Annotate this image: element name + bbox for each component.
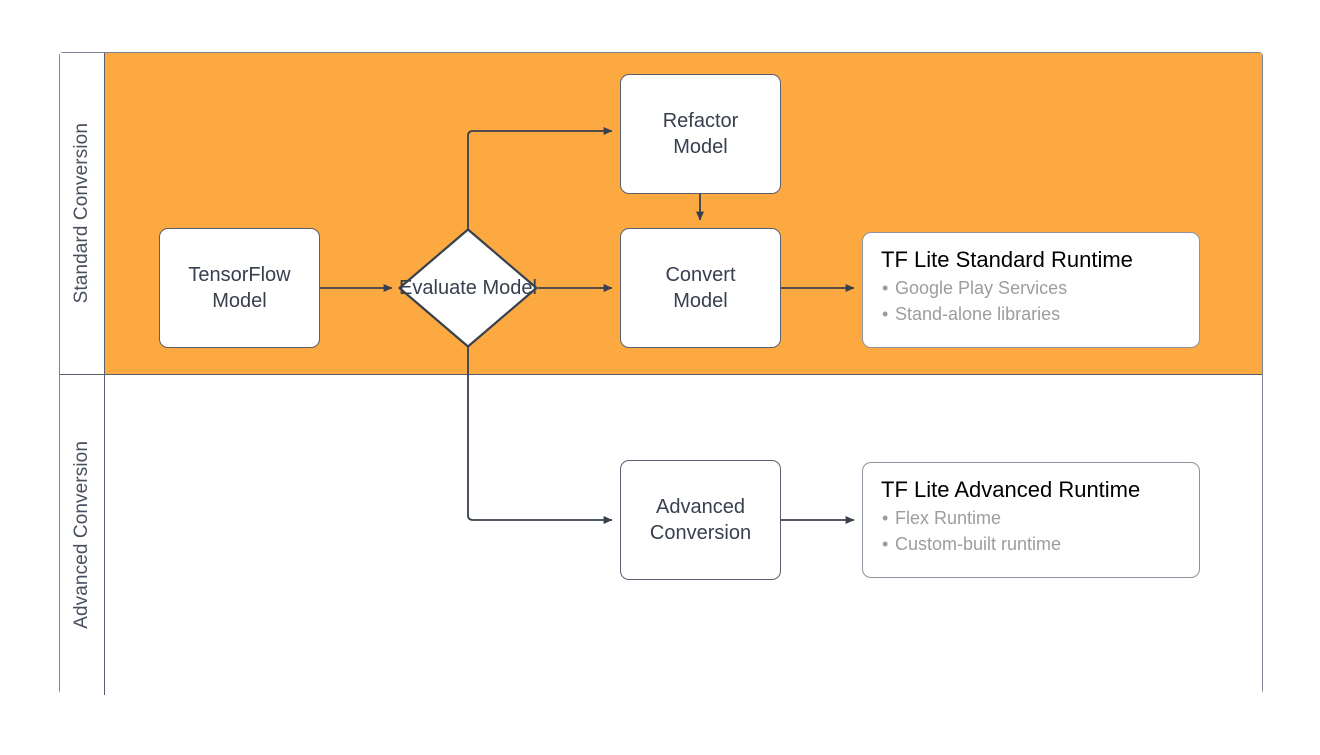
card-tf-lite-standard-runtime[interactable]: TF Lite Standard Runtime Google Play Ser… <box>862 232 1200 348</box>
node-advanced-conversion-line1: Advanced <box>656 495 745 518</box>
node-advanced-conversion-line2: Conversion <box>649 522 752 544</box>
card-advanced-runtime-list: Flex Runtime Custom-built runtime <box>881 505 1181 557</box>
node-evaluate-model-label: Evaluate Model <box>398 228 538 348</box>
lane-header-standard: Standard Conversion <box>60 53 105 374</box>
list-item: Stand-alone libraries <box>882 301 1181 327</box>
card-standard-runtime-title: TF Lite Standard Runtime <box>881 247 1133 272</box>
lane-label-advanced: Advanced Conversion <box>71 441 92 629</box>
node-convert-model-line2: Model <box>673 290 728 312</box>
card-advanced-runtime-title: TF Lite Advanced Runtime <box>881 477 1141 502</box>
node-tensorflow-model-line1: TensorFlow <box>188 263 291 286</box>
lane-header-advanced: Advanced Conversion <box>60 375 105 695</box>
node-convert-model[interactable]: Convert Model <box>620 228 781 348</box>
node-evaluate-model-line1: Evaluate <box>399 276 477 299</box>
node-convert-model-line1: Convert <box>665 263 736 286</box>
card-standard-runtime-list: Google Play Services Stand-alone librari… <box>881 275 1181 327</box>
node-tensorflow-model[interactable]: TensorFlow Model <box>159 228 320 348</box>
node-refactor-model-line2: Model <box>673 136 728 158</box>
list-item: Google Play Services <box>882 275 1181 301</box>
list-item: Custom-built runtime <box>882 531 1181 557</box>
node-tensorflow-model-line2: Model <box>212 290 267 312</box>
node-evaluate-model-line2: Model <box>482 276 537 299</box>
node-advanced-conversion[interactable]: Advanced Conversion <box>620 460 781 580</box>
node-refactor-model[interactable]: Refactor Model <box>620 74 781 194</box>
node-evaluate-model[interactable]: Evaluate Model <box>398 228 538 348</box>
lane-label-standard: Standard Conversion <box>71 123 92 304</box>
node-refactor-model-line1: Refactor <box>662 109 739 132</box>
list-item: Flex Runtime <box>882 505 1181 531</box>
card-tf-lite-advanced-runtime[interactable]: TF Lite Advanced Runtime Flex Runtime Cu… <box>862 462 1200 578</box>
